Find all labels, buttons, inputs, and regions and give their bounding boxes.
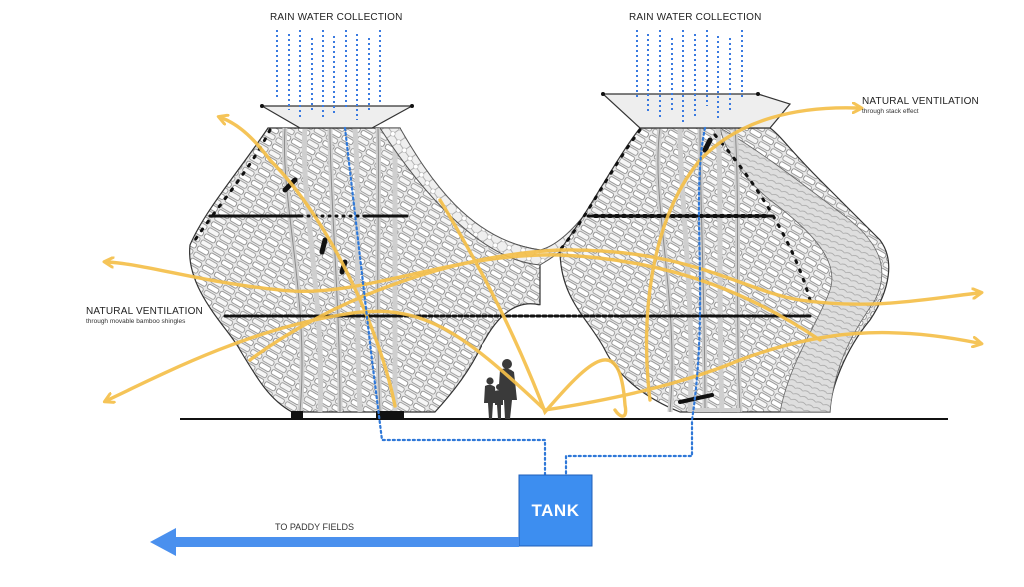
right-rain-lines <box>636 30 743 122</box>
airflow-lower-right <box>543 330 978 412</box>
paddy-fields-label: TO PADDY FIELDS <box>275 522 355 532</box>
rain-collection-label-left: RAIN WATER COLLECTION <box>270 12 403 23</box>
airflow-stack-right <box>644 108 858 402</box>
airflow-arrows <box>108 108 978 418</box>
footings <box>291 408 740 419</box>
right-downpipe <box>564 126 707 478</box>
ventilation-stack-subtitle: through stack effect <box>862 108 919 115</box>
left-downpipe <box>343 126 547 478</box>
water-tank <box>518 474 593 547</box>
ventilation-shingles-subtitle: through movable bamboo shingles <box>86 318 186 325</box>
airflow-middle-right <box>248 248 978 362</box>
ventilation-stack-title: NATURAL VENTILATION <box>862 96 979 107</box>
left-rain-lines <box>276 30 381 120</box>
airflow-stack-left <box>222 118 397 408</box>
ventilation-shingles-title: NATURAL VENTILATION <box>86 306 203 317</box>
tank-label: TANK <box>531 500 580 520</box>
left-funnel <box>259 104 414 129</box>
water-pipes <box>343 126 707 478</box>
rain-collection-label-right: RAIN WATER COLLECTION <box>629 12 762 23</box>
airflow-upper-cross <box>108 253 822 342</box>
right-tower-shingle-skin <box>719 127 883 413</box>
airflow-arch-loop <box>438 198 628 418</box>
airflow-lower-left <box>108 309 547 412</box>
left-arrow-icon <box>150 528 519 556</box>
